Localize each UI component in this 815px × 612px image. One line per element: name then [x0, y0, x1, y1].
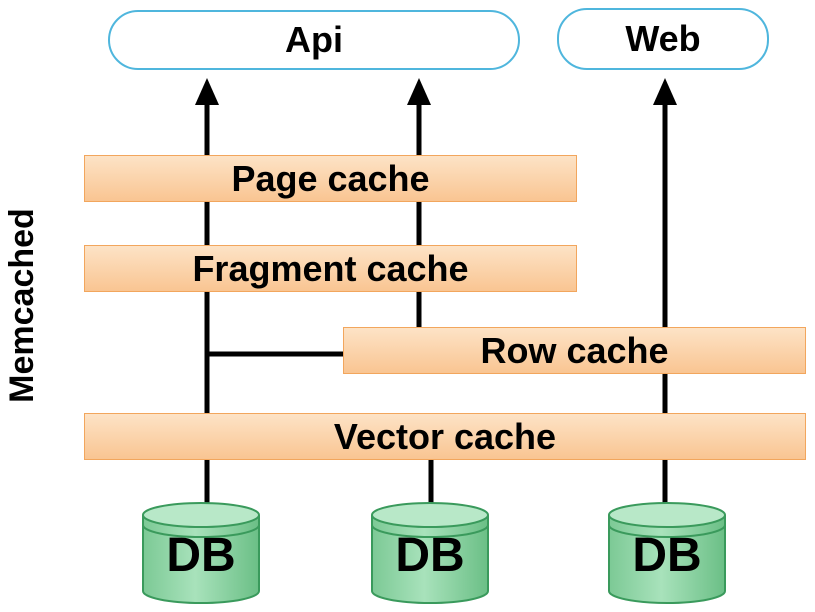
web-node: Web	[557, 8, 769, 70]
api-node-label: Api	[285, 19, 343, 60]
fragment-cache-layer: Fragment cache	[84, 245, 577, 292]
arrowhead-api-right	[407, 78, 431, 105]
database-cylinder-2	[371, 502, 489, 604]
database-label-1: DB	[166, 529, 236, 582]
database-label-3: DB	[632, 529, 702, 582]
database-cylinder-1	[142, 502, 260, 604]
page-cache-label: Page cache	[231, 157, 430, 199]
vector-cache-label: Vector cache	[333, 415, 557, 457]
vector-cache-layer: Vector cache	[84, 413, 806, 460]
page-cache-layer: Page cache	[84, 155, 577, 202]
row-cache-label: Row cache	[480, 329, 669, 371]
arrowhead-api-left	[195, 78, 219, 105]
api-node: Api	[108, 10, 520, 70]
fragment-cache-label: Fragment cache	[192, 247, 469, 289]
row-cache-layer: Row cache	[343, 327, 806, 374]
arrowhead-web	[653, 78, 677, 105]
database-cylinder-3	[608, 502, 726, 604]
database-label-2: DB	[395, 529, 465, 582]
web-node-label: Web	[625, 18, 701, 59]
